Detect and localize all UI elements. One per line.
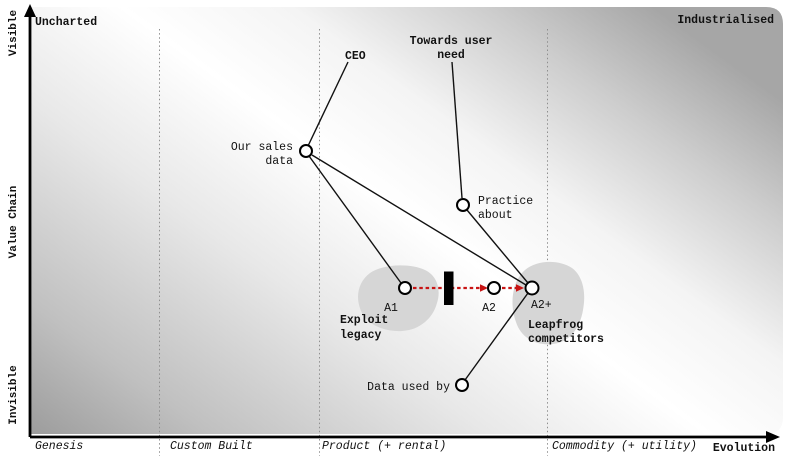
label-practice-about-line2: about (478, 209, 513, 222)
map-gradient-background (30, 7, 783, 434)
x-axis-label-evolution: Evolution (713, 442, 775, 455)
label-a2plus: A2+ (531, 299, 552, 312)
movement-arrowhead-a2-icon (480, 284, 488, 292)
node-data-used-by (455, 378, 469, 392)
stage-label-custom-built: Custom Built (170, 440, 253, 453)
stage-label-product: Product (+ rental) (322, 440, 446, 453)
node-a2 (487, 281, 501, 295)
label-towards-user-need-line2: need (437, 49, 465, 62)
label-a2: A2 (482, 302, 496, 315)
x-axis-arrowhead-icon (766, 431, 780, 443)
label-data-used-by: Data used by (367, 381, 450, 394)
y-axis-label-invisible: Invisible (8, 365, 20, 425)
label-a1: A1 (384, 302, 398, 315)
stage-label-commodity: Commodity (+ utility) (552, 440, 697, 453)
inertia-bar (444, 271, 454, 305)
label-ceo: CEO (345, 50, 366, 63)
edge-ceo-to-sales (307, 61, 349, 147)
node-a2plus (524, 280, 540, 296)
y-axis-arrowhead-icon (24, 4, 36, 17)
cluster-blob-exploit-legacy (358, 265, 439, 332)
annotation-leapfrog-line2: competitors (528, 333, 604, 346)
movement-arrowhead-a2plus-icon (516, 284, 524, 292)
node-practice-about (456, 198, 470, 212)
edge-practice-to-a2plus (466, 209, 529, 284)
label-industrialised: Industrialised (677, 14, 774, 27)
label-our-sales-data-line1: Our sales (231, 141, 293, 154)
label-our-sales-data-line2: data (265, 155, 293, 168)
edge-sales-to-a1 (308, 155, 402, 284)
edge-a2plus-to-data-used-by (464, 292, 529, 381)
node-a1 (398, 281, 412, 295)
label-towards-user-need-line1: Towards user (410, 35, 493, 48)
node-our-sales-data (299, 144, 313, 158)
label-uncharted: Uncharted (35, 16, 97, 29)
y-axis-title-value-chain: Value Chain (8, 186, 20, 259)
stage-label-genesis: Genesis (35, 440, 83, 453)
annotation-exploit-legacy-line2: legacy (340, 329, 382, 342)
annotation-leapfrog-line1: Leapfrog (528, 319, 583, 332)
label-practice-about-line1: Practice (478, 195, 533, 208)
y-axis-label-visible: Visible (8, 10, 20, 57)
edge-sales-to-a2plus (311, 154, 527, 286)
edge-need-to-practice (451, 61, 463, 199)
annotation-exploit-legacy-line1: Exploit (340, 314, 388, 327)
